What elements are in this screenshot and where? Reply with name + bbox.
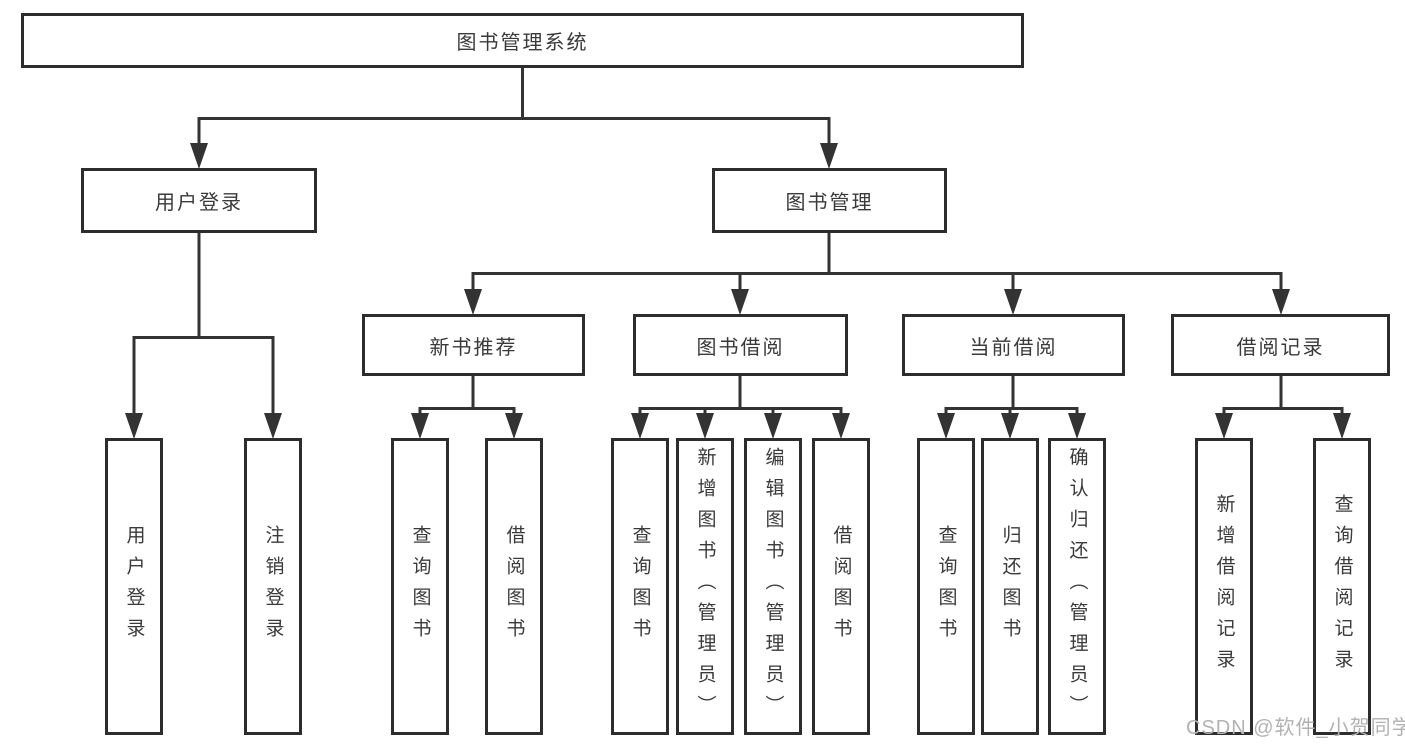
node-current-borrow: 当前借阅 <box>902 314 1125 376</box>
node-label: 新书推荐 <box>429 336 518 359</box>
node-new-book-recommend: 新书推荐 <box>362 314 585 376</box>
node-label: 图书管理 <box>785 192 874 214</box>
arrowhead <box>631 413 649 439</box>
leaf-current-query-book: 查询图书 <box>917 438 975 735</box>
leaf-borrow-query-book: 查询图书 <box>611 438 669 735</box>
leaf-user-login: 用户登录 <box>105 438 163 735</box>
leaf-borrow-edit-book: 编辑图书（管理员） <box>744 438 802 735</box>
arrowhead <box>731 289 749 315</box>
arrowhead <box>505 413 523 439</box>
leaf-borrow-borrow-book: 借阅图书 <box>812 438 870 735</box>
csdn-watermark: CSDN @软件_小贺同学 <box>1186 717 1405 739</box>
leaf-records-query-record: 查询借阅记录 <box>1313 438 1371 735</box>
leaf-label: 用户登录 <box>123 524 145 649</box>
arrowhead <box>696 413 714 439</box>
leaf-logout: 注销登录 <box>244 438 302 735</box>
node-label: 当前借阅 <box>969 336 1058 359</box>
node-book-management: 图书管理 <box>712 168 947 233</box>
arrowhead <box>764 413 782 439</box>
leaf-label: 查询图书 <box>935 524 957 649</box>
leaf-label: 新增借阅记录 <box>1213 493 1235 680</box>
leaf-label: 归还图书 <box>999 524 1021 649</box>
node-label: 图书管理系统 <box>456 32 589 54</box>
arrowhead <box>411 413 429 439</box>
node-book-borrow: 图书借阅 <box>633 314 848 376</box>
leaf-label: 查询借阅记录 <box>1331 493 1353 680</box>
leaf-label: 编辑图书（管理员） <box>762 447 784 726</box>
leaf-records-add-record: 新增借阅记录 <box>1195 438 1253 735</box>
arrowhead <box>832 413 850 439</box>
leaf-label: 确认归还（管理员） <box>1066 447 1088 726</box>
leaf-label: 新增图书（管理员） <box>694 447 716 726</box>
arrowhead <box>820 143 838 169</box>
arrowhead <box>264 413 282 439</box>
leaf-borrow-add-book: 新增图书（管理员） <box>676 438 734 735</box>
arrowhead <box>464 289 482 315</box>
leaf-current-return-book: 归还图书 <box>981 438 1039 735</box>
node-borrow-records: 借阅记录 <box>1171 314 1390 376</box>
arrowhead <box>1004 289 1022 315</box>
node-label: 图书借阅 <box>696 336 785 359</box>
leaf-label: 借阅图书 <box>503 524 525 649</box>
leaf-label: 借阅图书 <box>830 524 852 649</box>
arrowhead <box>1333 413 1351 439</box>
leaf-label: 查询图书 <box>409 524 431 649</box>
leaf-recommend-query-book: 查询图书 <box>391 438 449 735</box>
arrowhead <box>190 143 208 169</box>
node-user-login: 用户登录 <box>81 168 317 233</box>
node-library-system: 图书管理系统 <box>21 13 1024 68</box>
arrowhead <box>937 413 955 439</box>
node-label: 借阅记录 <box>1236 336 1325 359</box>
arrowhead <box>1215 413 1233 439</box>
leaf-recommend-borrow-book: 借阅图书 <box>485 438 543 735</box>
arrowhead <box>1001 413 1019 439</box>
arrowhead <box>1068 413 1086 439</box>
leaf-label: 注销登录 <box>262 524 284 649</box>
arrowhead <box>1272 289 1290 315</box>
arrowheads <box>125 143 1351 439</box>
leaf-current-confirm-return: 确认归还（管理员） <box>1048 438 1106 735</box>
leaf-label: 查询图书 <box>629 524 651 649</box>
node-label: 用户登录 <box>155 192 243 214</box>
arrowhead <box>125 413 143 439</box>
